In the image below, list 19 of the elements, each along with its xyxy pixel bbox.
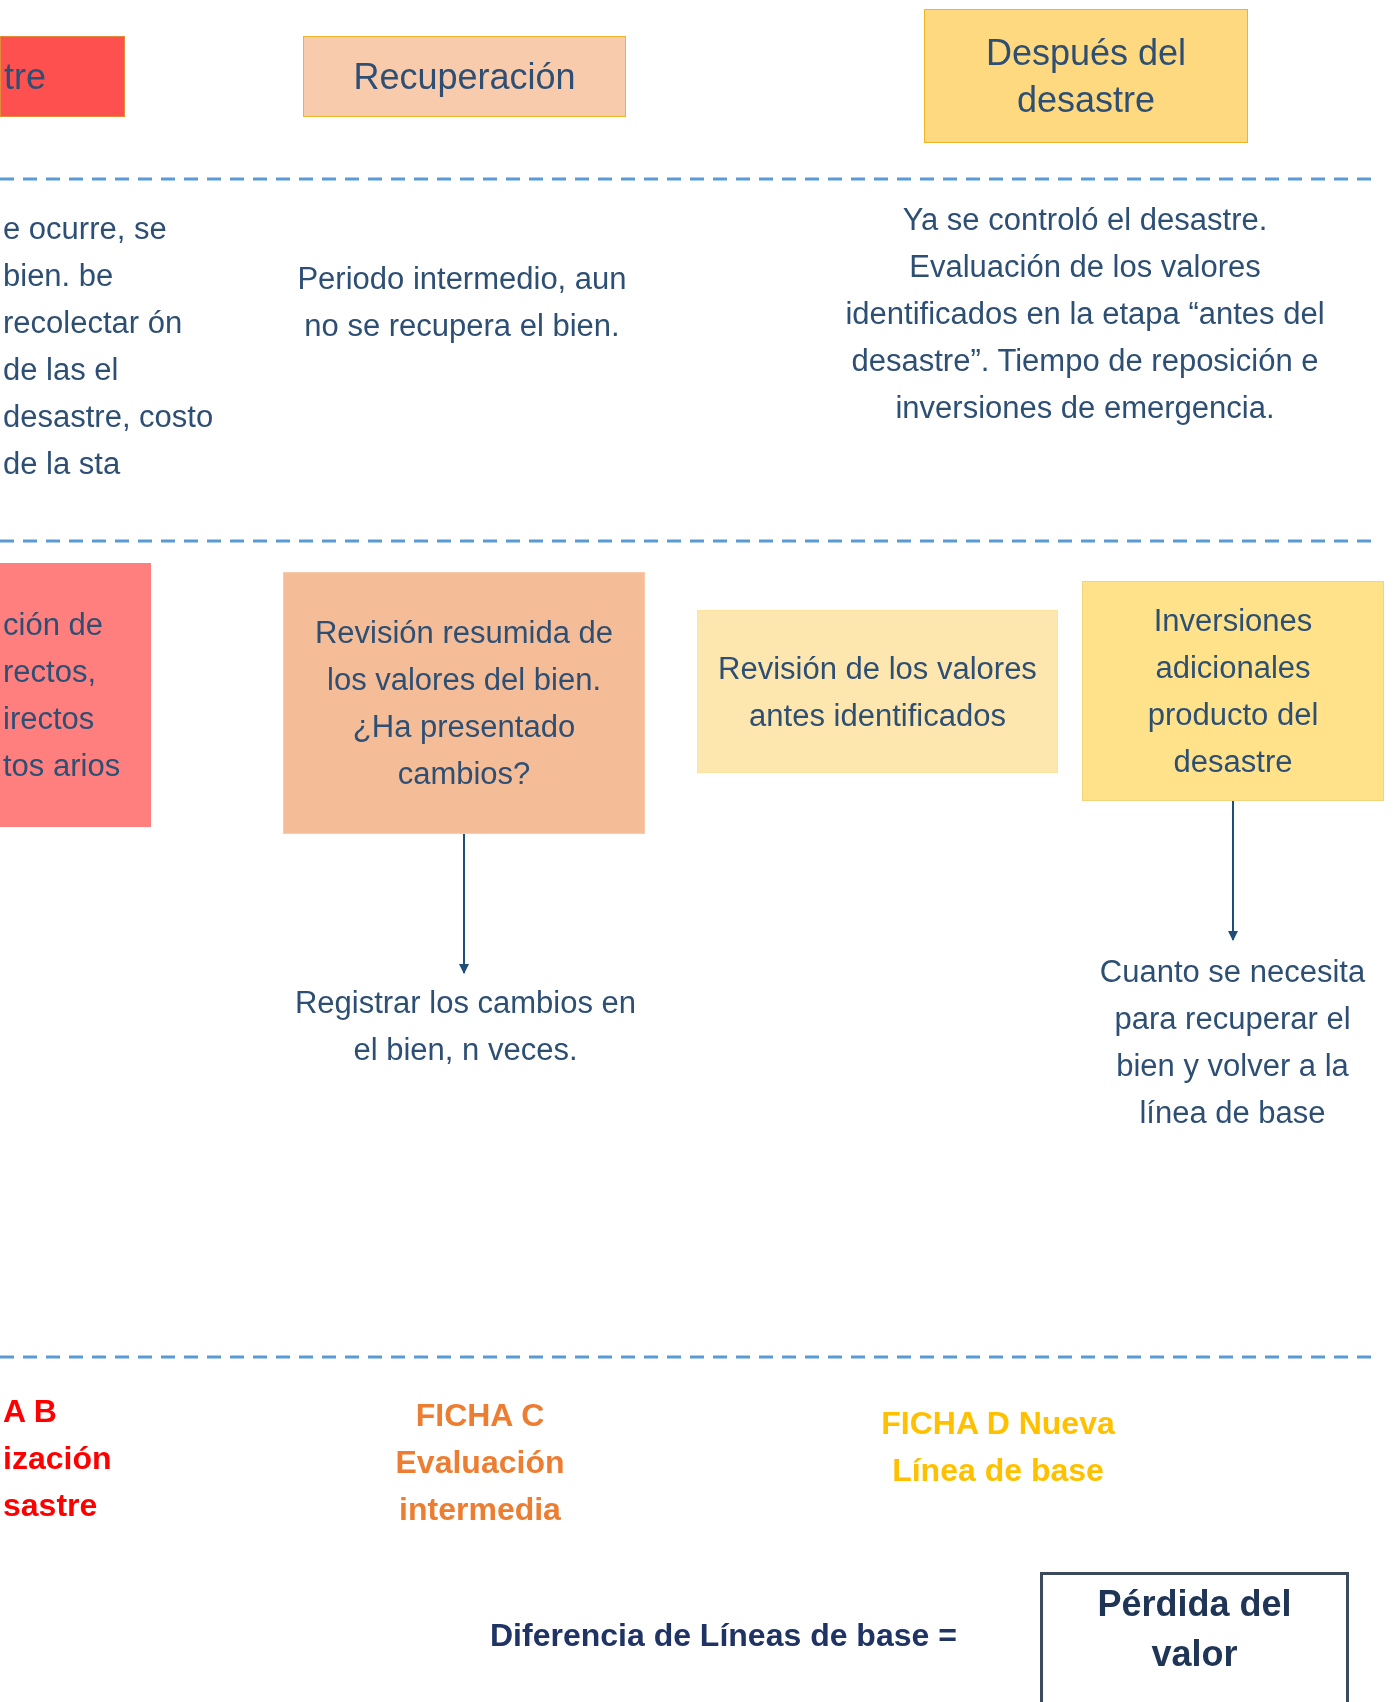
phase-box: Recuperación <box>303 36 626 117</box>
result-box: Pérdida del valor <box>1040 1572 1349 1702</box>
phase-box: tre <box>0 36 125 117</box>
description-text: Ya se controló el desastre. Evaluación de los valores identificados en la etapa “antes del desastre”. Tiempo de reposición e inversiones de emergencia. <box>844 201 1326 427</box>
process-box: Revisión resumida de los valores del bien. ¿Ha presentado cambios? <box>283 572 645 834</box>
process-box: Inversiones adicionales producto del desastre <box>1082 581 1384 801</box>
equation-text: Diferencia de Líneas de base = <box>490 1616 958 1655</box>
description-text: e ocurre, se bien. be recolectar ón de las el desastre, costo de la sta <box>3 210 215 483</box>
result-text: Registrar los cambios en el bien, n veces. <box>283 977 648 1075</box>
form-title: A B ización sastre <box>3 1392 113 1525</box>
result-text: Cuanto se necesita para recuperar el bien y volver a la línea de base <box>1075 944 1390 1140</box>
phase-box: Después del desastre <box>924 9 1248 143</box>
form-title: FICHA D Nueva Línea de base <box>880 1404 1116 1490</box>
process-box: Revisión de los valores antes identificados <box>697 610 1058 773</box>
arrow <box>459 833 469 974</box>
description-text: Periodo intermedio, aun no se recupera el bien. <box>296 260 628 345</box>
process-box: ción de rectos, irectos tos arios <box>0 563 151 827</box>
arrow <box>1228 800 1238 941</box>
form-title: FICHA C Evaluación intermedia <box>394 1396 566 1529</box>
